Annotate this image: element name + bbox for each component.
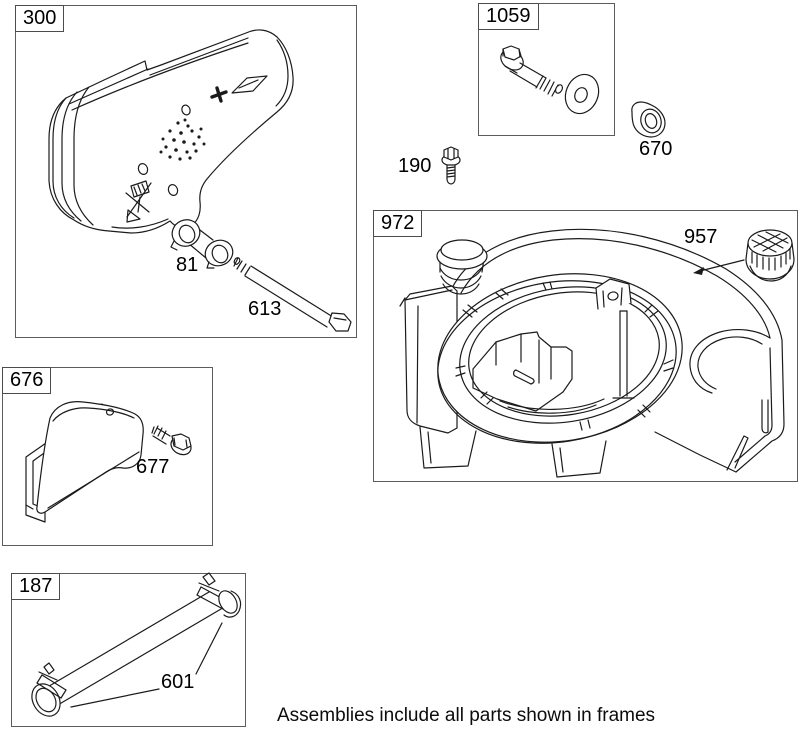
part-label-601: 601 — [161, 671, 195, 693]
part-label-81: 81 — [176, 254, 199, 276]
part-label-957: 957 — [684, 226, 718, 248]
frame-fuel-line-187: 187 — [11, 573, 246, 727]
part-label-613: 613 — [248, 298, 282, 320]
bolt-190-illustration — [442, 147, 460, 184]
part-label-190: 190 — [398, 155, 432, 177]
frame-screw-washer-1059: 1059 — [478, 3, 615, 136]
frame-label-676: 676 — [2, 367, 52, 394]
frame-label-187: 187 — [11, 573, 61, 600]
frame-label-300: 300 — [15, 5, 65, 32]
frame-muffler-300: 300 — [15, 5, 357, 338]
footer-note: Assemblies include all parts shown in fr… — [277, 705, 656, 726]
part-label-677: 677 — [136, 456, 170, 478]
frame-blower-housing-972: 972 — [373, 210, 798, 482]
frame-muffler-guard-676: 676 — [2, 367, 213, 546]
frame-label-972: 972 — [373, 210, 423, 237]
part-label-670: 670 — [639, 138, 673, 160]
frame-label-1059: 1059 — [478, 3, 539, 30]
spacer-illustration — [632, 102, 665, 137]
